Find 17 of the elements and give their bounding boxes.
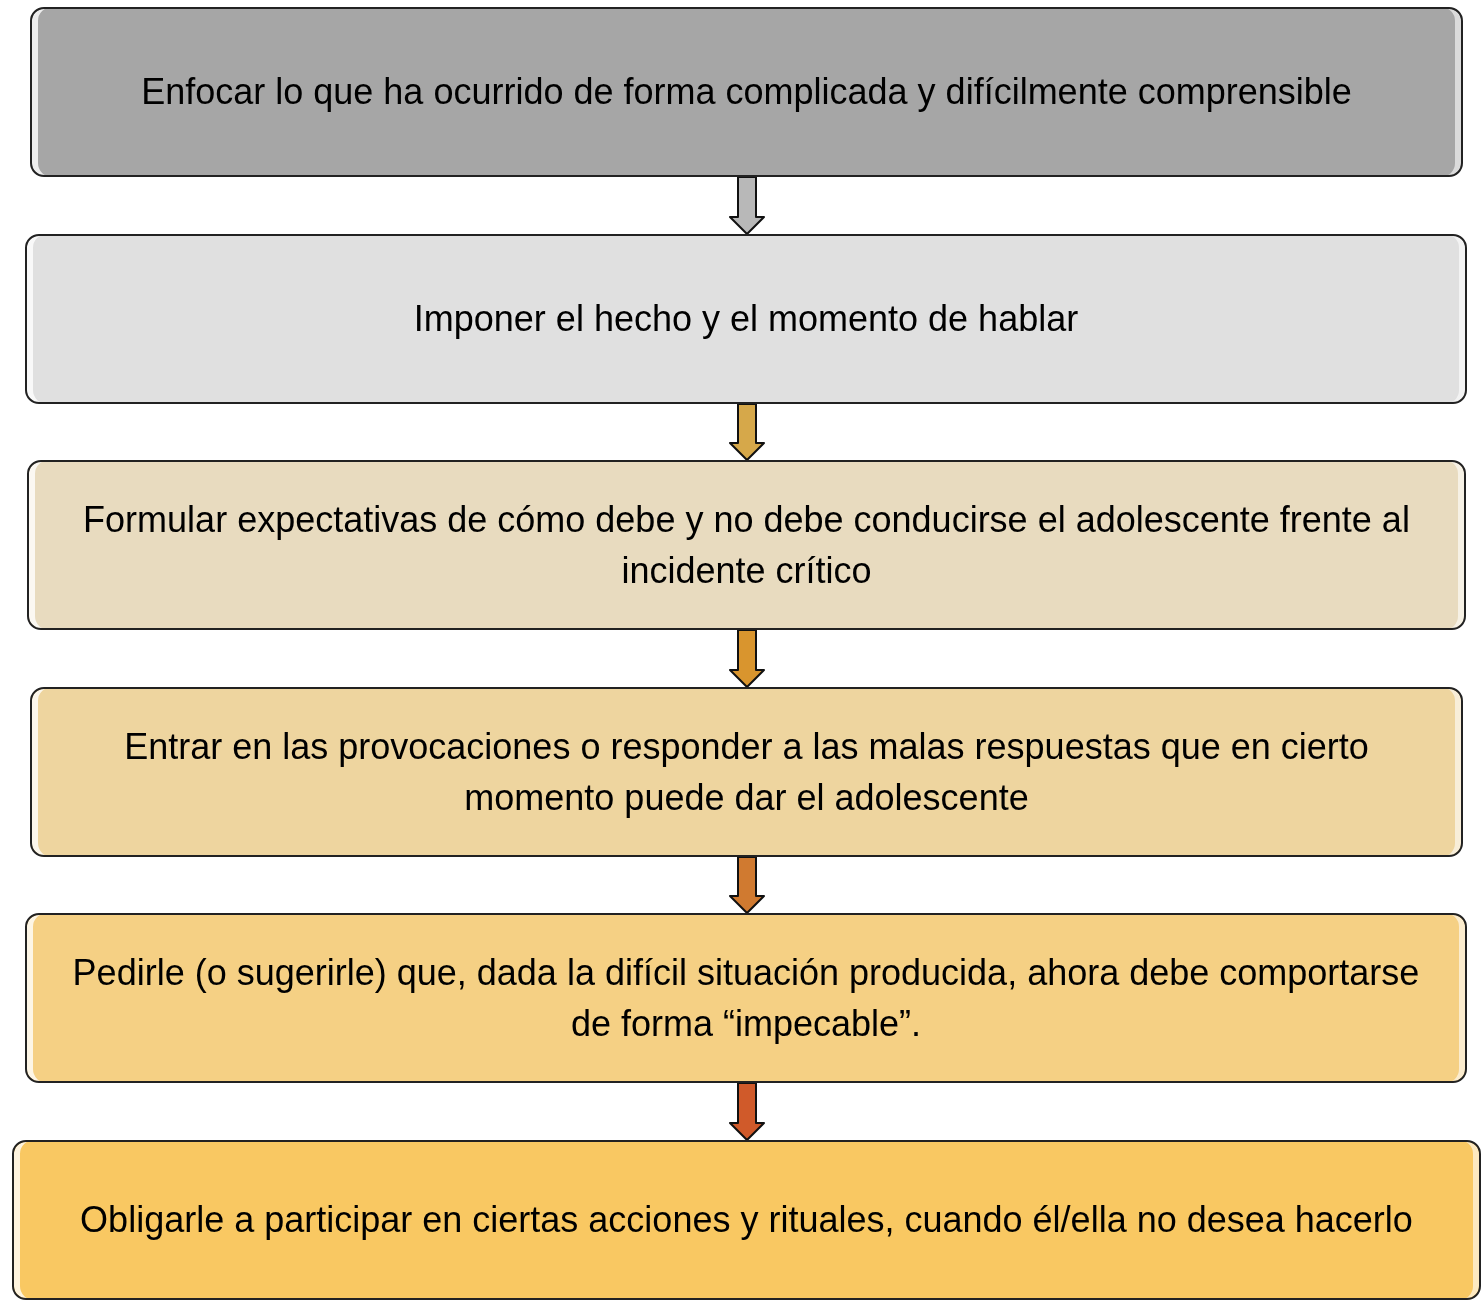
step-text: Entrar en las provocaciones o responder a las malas respuestas que en cierto momento puede dar el adolescente [123,724,1370,820]
step-box [25,913,1467,1083]
step-text: Pedirle (o sugerirle) que, dada la difícil situación producida, ahora debe comportarse de forma “impecable”. [71,950,1421,1046]
step-box [12,1140,1481,1300]
block-arrow [729,856,765,914]
step-box [25,234,1467,404]
block-arrow [729,403,765,461]
step-text: Formular expectativas de cómo debe y no debe conducirse el adolescente frente al incidente crítico [82,497,1411,593]
step-text: Obligarle a participar en ciertas acciones y rituales, cuando él/ella no desea hacerlo [80,1198,1413,1243]
step-box [30,687,1463,857]
block-arrow [729,176,765,235]
block-arrow [729,629,765,688]
step-box [27,460,1466,630]
step-text: Imponer el hecho y el momento de hablar [413,297,1079,342]
step-box [30,7,1463,177]
block-arrow [729,1082,765,1141]
step-text: Enfocar lo que ha ocurrido de forma complicada y difícilmente comprensible [141,70,1352,115]
